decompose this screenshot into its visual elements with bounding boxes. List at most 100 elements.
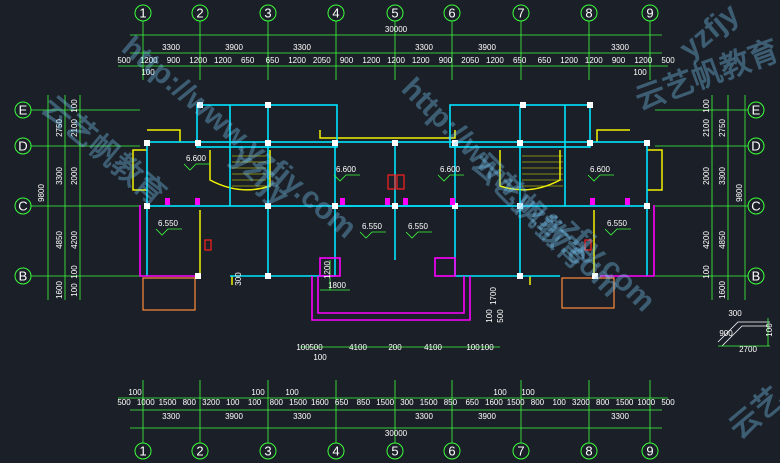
bottom-detail-dim: 650: [465, 398, 479, 407]
top-detail-dim: 1200: [634, 56, 652, 65]
right-outer-dim: 9800: [735, 184, 744, 202]
axis-bubble-top-9: 9: [646, 6, 653, 21]
detail-dim: 300: [728, 309, 742, 318]
level-marker: [155, 228, 182, 236]
top-detail-dim: 900: [340, 56, 354, 65]
left-bay-dim: 2750: [55, 119, 64, 137]
bottom-detail-dim: 1500: [376, 398, 394, 407]
right-inner-dim: 100: [702, 265, 711, 279]
left-inner-dim: 2100: [70, 119, 79, 137]
axis-bubble-bottom-8-circle: [580, 442, 598, 460]
bottom-total-dim: 30000: [385, 429, 408, 438]
left-inner-dim: 100: [70, 265, 79, 279]
top-detail-dim: 1200: [585, 56, 603, 65]
room-level-label: 6.600: [590, 165, 611, 174]
left-inner-dim: 100: [70, 99, 79, 113]
center-dim: 100: [485, 309, 494, 323]
bottom-bay-dim: 3900: [225, 412, 243, 421]
center-dim: 1700: [489, 287, 498, 305]
top-bay-dim: 3900: [478, 43, 496, 52]
bottom-detail-dim: 800: [596, 398, 610, 407]
left-bay-dim: 3300: [55, 167, 64, 185]
top-bay-dim: 3300: [415, 43, 433, 52]
bottom-detail-dim: 1600: [311, 398, 329, 407]
column-markers: [165, 198, 630, 205]
top-detail-dim: 900: [439, 56, 453, 65]
axis-bubble-right-D: D: [751, 139, 760, 154]
top-detail-dim: 650: [538, 56, 552, 65]
axis-bubble-right-C: C: [751, 199, 760, 214]
top-detail-dim: 650: [266, 56, 280, 65]
bottom-extra-dim: 100: [251, 388, 265, 397]
bottom-extra-dim: 100: [521, 388, 535, 397]
bottom-detail-dim: 650: [335, 398, 349, 407]
structural-columns: [144, 102, 650, 279]
level-marker: [587, 174, 614, 182]
axis-bubble-top-1: 1: [139, 6, 146, 21]
axis-bubble-top-7-circle: [512, 4, 530, 22]
left-outer-dim: 9800: [37, 184, 46, 202]
axis-bubble-bottom-7-circle: [512, 442, 530, 460]
axis-bubble-right-B: B: [752, 269, 761, 284]
bottom-detail-dim: 3200: [572, 398, 590, 407]
axis-bubble-right-C-circle: [747, 197, 765, 215]
room-level-label: 6.550: [408, 222, 429, 231]
axis-bubble-top-4: 4: [332, 6, 339, 21]
bottom-detail-dim: 100: [248, 398, 262, 407]
axis-bubble-top-7: 7: [517, 6, 524, 21]
right-inner-dim: 2000: [702, 167, 711, 185]
axis-bubble-bottom-2: 2: [196, 444, 203, 459]
top-detail-dim: 500: [117, 56, 131, 65]
top-detail-dim: 1200: [214, 56, 232, 65]
level-marker: [359, 231, 386, 239]
watermark-text: 云艺帆教育: [36, 89, 173, 211]
axis-bubble-right-B-circle: [747, 267, 765, 285]
axis-bubble-bottom-8: 8: [585, 444, 592, 459]
axis-bubble-right-D-circle: [747, 137, 765, 155]
detail-dim: 900: [719, 329, 733, 338]
axis-bubble-bottom-1: 1: [139, 444, 146, 459]
center-dim: 100: [466, 343, 480, 352]
bottom-extra-dim: 100: [128, 388, 142, 397]
top-detail-dim: 650: [241, 56, 255, 65]
axis-bubble-top-3: 3: [264, 6, 271, 21]
axis-bubble-bottom-6: 6: [448, 444, 455, 459]
bottom-detail-dim: 1500: [159, 398, 177, 407]
bottom-detail-dim: 100: [226, 398, 240, 407]
top-detail-dim: 1200: [560, 56, 578, 65]
room-level-label: 6.550: [158, 219, 179, 228]
left-bay-dim: 1600: [55, 281, 64, 299]
top-total-dim: 30000: [385, 25, 408, 34]
center-dim: 300: [234, 272, 243, 286]
level-marker: [437, 174, 464, 182]
top-bay-dim: 3300: [293, 43, 311, 52]
axis-bubble-left-D-circle: [14, 137, 32, 155]
detail-dim: 2700: [739, 345, 757, 354]
bottom-detail-dim: 800: [531, 398, 545, 407]
bottom-detail-dim: 1500: [420, 398, 438, 407]
axis-bubble-bottom-5: 5: [391, 444, 398, 459]
center-dim: 100: [480, 343, 494, 352]
axis-bubble-top-8-circle: [580, 4, 598, 22]
top-detail-dim: 1200: [140, 56, 158, 65]
bottom-bay-dim: 3900: [478, 412, 496, 421]
detail-dim: 100: [765, 323, 774, 337]
building-plan: [132, 102, 770, 347]
bottom-detail-dim: 100: [553, 398, 567, 407]
room-level-label: 6.550: [607, 219, 628, 228]
bottom-bay-dim: 3300: [415, 412, 433, 421]
top-detail-dim: 1200: [189, 56, 207, 65]
room-level-label: 6.550: [362, 222, 383, 231]
bottom-detail-dim: 800: [183, 398, 197, 407]
bottom-detail-dim: 500: [117, 398, 131, 407]
axis-bubble-bottom-9: 9: [646, 444, 653, 459]
top-detail-dim: 1200: [387, 56, 405, 65]
room-level-label: 6.600: [336, 165, 357, 174]
axis-bubble-top-5-circle: [386, 4, 404, 22]
axis-bubble-top-9-circle: [641, 4, 659, 22]
center-dim: 100: [296, 343, 310, 352]
right-bay-dim: 4850: [718, 231, 727, 249]
watermark-text: 云艺: [723, 382, 780, 446]
bottom-extra-dim: 100: [493, 388, 507, 397]
